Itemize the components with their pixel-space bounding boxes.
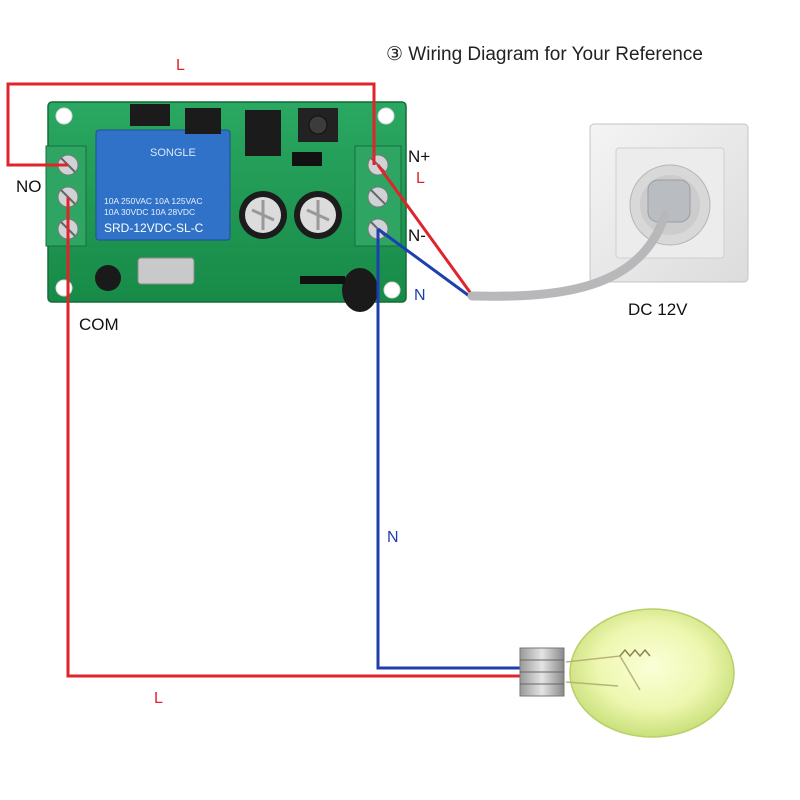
wall-outlet — [589, 123, 749, 283]
relay: SONGLE 10A 250VAC 10A 125VAC 10A 30VDC 1… — [95, 129, 231, 241]
crystal — [137, 257, 195, 285]
wire-label-n-near-outlet: N — [414, 287, 426, 304]
ic-chip-3 — [130, 104, 170, 126]
small-capacitor — [95, 265, 121, 291]
antenna-coil — [300, 268, 378, 312]
terminal-label-n-minus: N- — [408, 226, 426, 245]
terminal-label-com: COM — [79, 315, 119, 334]
live-wire-n-plus-to-outlet — [376, 164, 474, 296]
relay-rating-1: 10A 250VAC 10A 125VAC — [104, 196, 202, 206]
wire-label-bottom-l: L — [154, 690, 163, 707]
terminal-screw-middle — [367, 186, 389, 208]
learn-button — [298, 108, 338, 142]
neutral-wire-n-minus-to-outlet — [377, 227, 473, 300]
jumper — [292, 152, 322, 166]
live-wire-com-to-bulb — [66, 197, 522, 678]
relay-model: SRD-12VDC-SL-C — [104, 221, 204, 235]
live-wire-top-loop — [6, 82, 376, 167]
terminal-label-no: NO — [16, 177, 42, 196]
relay-brand: SONGLE — [150, 147, 196, 159]
neutral-wire-to-bulb — [376, 229, 522, 670]
live-wires — [6, 82, 522, 678]
capacitor-2 — [294, 191, 342, 239]
ic-chip — [185, 108, 221, 134]
capacitor-1 — [239, 191, 287, 239]
wire-label-top-l: L — [176, 57, 185, 74]
power-source-label: DC 12V — [628, 300, 688, 319]
power-cord — [467, 210, 670, 301]
wire-label-n-vertical: N — [387, 529, 399, 546]
ic-chip-2 — [245, 110, 281, 156]
relay-rating-2: 10A 30VDC 10A 28VDC — [104, 207, 195, 217]
diagram-title: ③ Wiring Diagram for Your Reference — [386, 44, 703, 65]
light-bulb — [519, 608, 735, 738]
relay-module-board: SONGLE 10A 250VAC 10A 125VAC 10A 30VDC 1… — [45, 101, 407, 312]
wire-label-l-near-n-plus: L — [416, 170, 425, 187]
terminal-label-n-plus: N+ — [408, 147, 431, 166]
neutral-wires — [376, 227, 522, 670]
